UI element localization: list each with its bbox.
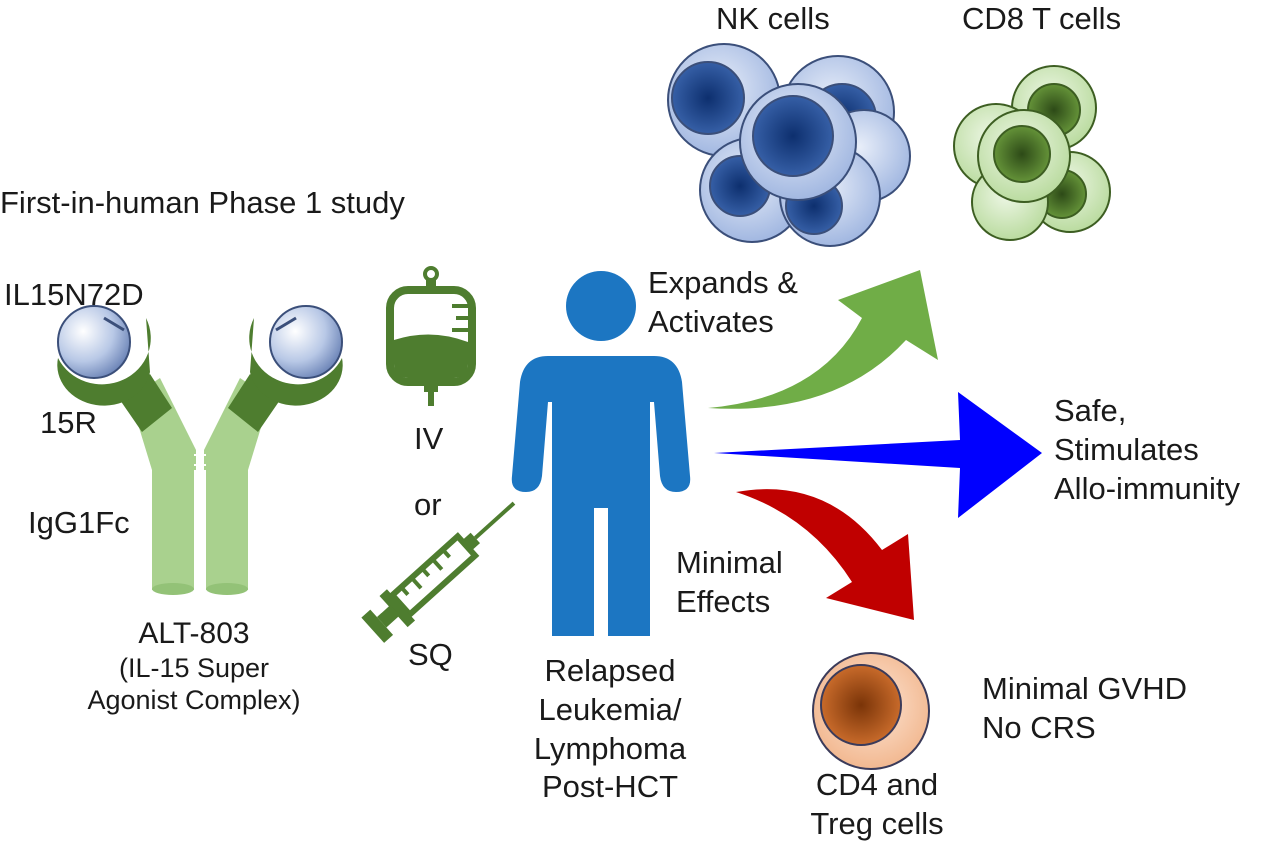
cd4-line-1: CD4 and (815, 767, 939, 802)
gvhd-line-2: No CRS (982, 709, 1096, 745)
expands-label: Expands & Activates (648, 264, 798, 342)
gvhd-line-1: Minimal GVHD (982, 671, 1187, 706)
il15-sphere-right (269, 305, 343, 379)
minimal-line-2: Effects (676, 583, 771, 619)
outcome-label: Safe, Stimulates Allo-immunity (1054, 392, 1240, 508)
receptor-label: 15R (40, 405, 97, 440)
gvhd-label: Minimal GVHD No CRS (982, 670, 1187, 748)
nk-cells-label: NK cells (716, 1, 830, 36)
route-or-label: or (414, 487, 442, 522)
outcome-line-3: Allo-immunity (1054, 470, 1241, 506)
alt803-desc-line1: (IL-15 Super (118, 653, 270, 683)
patient-label: Relapsed Leukemia/ Lymphoma Post-HCT (500, 652, 720, 807)
syringe-icon (361, 501, 516, 643)
study-title: First-in-human Phase 1 study (0, 185, 405, 220)
receptor-right (228, 374, 280, 432)
route-sq-label: SQ (408, 637, 453, 672)
cd4-line-2: Treg cells (810, 805, 944, 841)
alt803-name: ALT-803 (138, 617, 250, 650)
alt803-molecule-icon (57, 305, 343, 595)
patient-icon (511, 271, 691, 636)
igg1fc-label: IgG1Fc (28, 505, 130, 540)
fc-stem-right (206, 465, 248, 590)
cd4-treg-label: CD4 and Treg cells (782, 766, 972, 844)
cd8-cells-label: CD8 T cells (962, 1, 1122, 36)
patient-line-4: Post-HCT (541, 769, 679, 805)
outcome-line-2: Stimulates (1054, 431, 1199, 467)
safe-arrow (714, 392, 1042, 518)
patient-line-2: Leukemia/ (538, 691, 682, 727)
cd4-treg-cell-icon (812, 652, 930, 770)
alt803-label: ALT-803 (IL-15 Super Agonist Complex) (54, 616, 334, 717)
il15n72d-label: IL15N72D (4, 277, 144, 312)
minimal-effects-label: Minimal Effects (676, 544, 783, 622)
minimal-line-1: Minimal (676, 545, 783, 580)
route-iv-label: IV (414, 421, 444, 456)
patient-line-3: Lymphoma (533, 730, 687, 766)
outcome-line-1: Safe, (1054, 393, 1127, 428)
iv-bag-icon (386, 266, 476, 406)
fc-stem-left (152, 465, 194, 590)
expands-line-1: Expands & (648, 265, 798, 300)
nk-cells-icon (667, 43, 911, 247)
alt803-desc-line2: Agonist Complex) (87, 685, 301, 716)
cd8-cells-icon (953, 65, 1111, 241)
expands-arrow (708, 270, 938, 409)
minimal-effects-arrow (736, 489, 914, 620)
patient-line-1: Relapsed (544, 653, 676, 688)
receptor-left (120, 374, 172, 432)
il15-sphere-left (57, 305, 131, 379)
expands-line-2: Activates (648, 303, 774, 339)
